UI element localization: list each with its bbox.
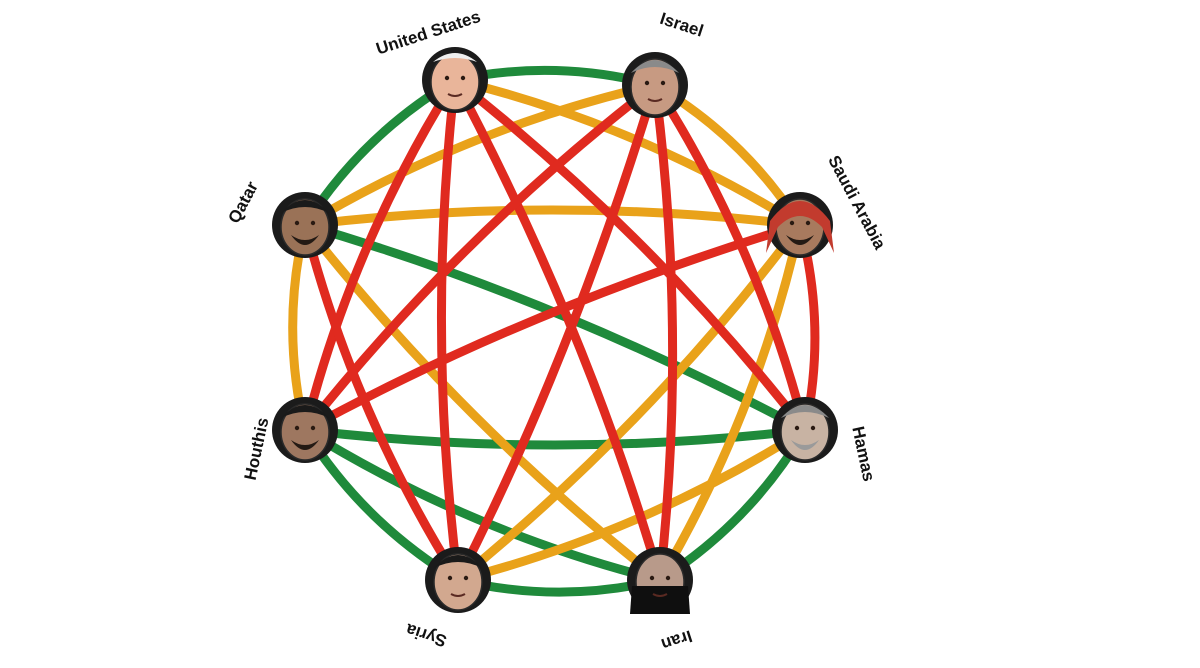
edge-israel-qatar [300, 80, 660, 230]
face-shape [780, 403, 830, 461]
mouth-shape [450, 593, 466, 597]
edge-usa-hamas [450, 75, 810, 435]
edge-israel-syria [453, 80, 660, 585]
eye-shape [789, 220, 795, 226]
node-syria [425, 547, 491, 613]
edge-usa-syria [436, 75, 463, 585]
label-saudi: Saudi Arabia [824, 152, 890, 253]
edge-qatar-syria [300, 220, 463, 585]
label-syria: Syria [403, 620, 449, 651]
label-hamas: Hamas [848, 425, 878, 483]
eye-shape [294, 425, 300, 431]
hair-shape [631, 60, 679, 73]
face-shape [433, 553, 483, 611]
face-shape [280, 403, 330, 461]
eye-shape [665, 575, 671, 581]
node-iran [627, 547, 693, 614]
hair-shape [281, 405, 329, 418]
edge-saudi-houthis [300, 220, 805, 435]
mouth-shape [647, 98, 663, 102]
face-shape [280, 198, 330, 256]
edge-usa-saudi [450, 75, 805, 230]
edge-iran-houthis [300, 425, 665, 585]
beard-shape [291, 235, 319, 245]
hair-shape [630, 586, 690, 614]
label-israel: Israel [658, 9, 706, 41]
face-shape [430, 53, 480, 111]
node-usa [422, 47, 488, 113]
hair-shape [781, 405, 829, 418]
edge-usa-houthis [300, 75, 460, 435]
beard-shape [791, 440, 819, 450]
eye-shape [310, 425, 316, 431]
edge-saudi-iran [655, 220, 805, 585]
edges-layer [288, 65, 820, 597]
eye-shape [649, 575, 655, 581]
node-israel [622, 52, 688, 118]
node-saudi [766, 192, 834, 258]
edge-israel-iran [650, 80, 678, 585]
edge-israel-houthis [300, 80, 660, 435]
beard-shape [291, 440, 319, 450]
eye-shape [794, 425, 800, 431]
label-qatar: Qatar [224, 178, 262, 226]
eye-shape [644, 80, 650, 86]
eye-shape [805, 220, 811, 226]
edge-israel-hamas [650, 80, 810, 435]
hair-shape [281, 200, 329, 213]
eye-shape [447, 575, 453, 581]
hair-shape [766, 201, 834, 253]
eye-shape [660, 80, 666, 86]
node-houthis [272, 397, 338, 463]
mouth-shape [652, 593, 668, 597]
edge-qatar-hamas [300, 220, 810, 435]
face-shape [630, 58, 680, 116]
eye-shape [310, 220, 316, 226]
eye-shape [463, 575, 469, 581]
beard-shape [786, 235, 814, 245]
mouth-shape [447, 93, 463, 97]
node-qatar [272, 192, 338, 258]
eye-shape [810, 425, 816, 431]
label-iran: Iran [659, 626, 695, 654]
hair-shape [433, 53, 477, 62]
eye-shape [444, 75, 450, 81]
hair-shape [434, 555, 482, 568]
eye-shape [294, 220, 300, 226]
eye-shape [460, 75, 466, 81]
node-hamas [772, 397, 838, 463]
faces-layer [272, 47, 838, 614]
label-houthis: Houthis [241, 416, 273, 482]
